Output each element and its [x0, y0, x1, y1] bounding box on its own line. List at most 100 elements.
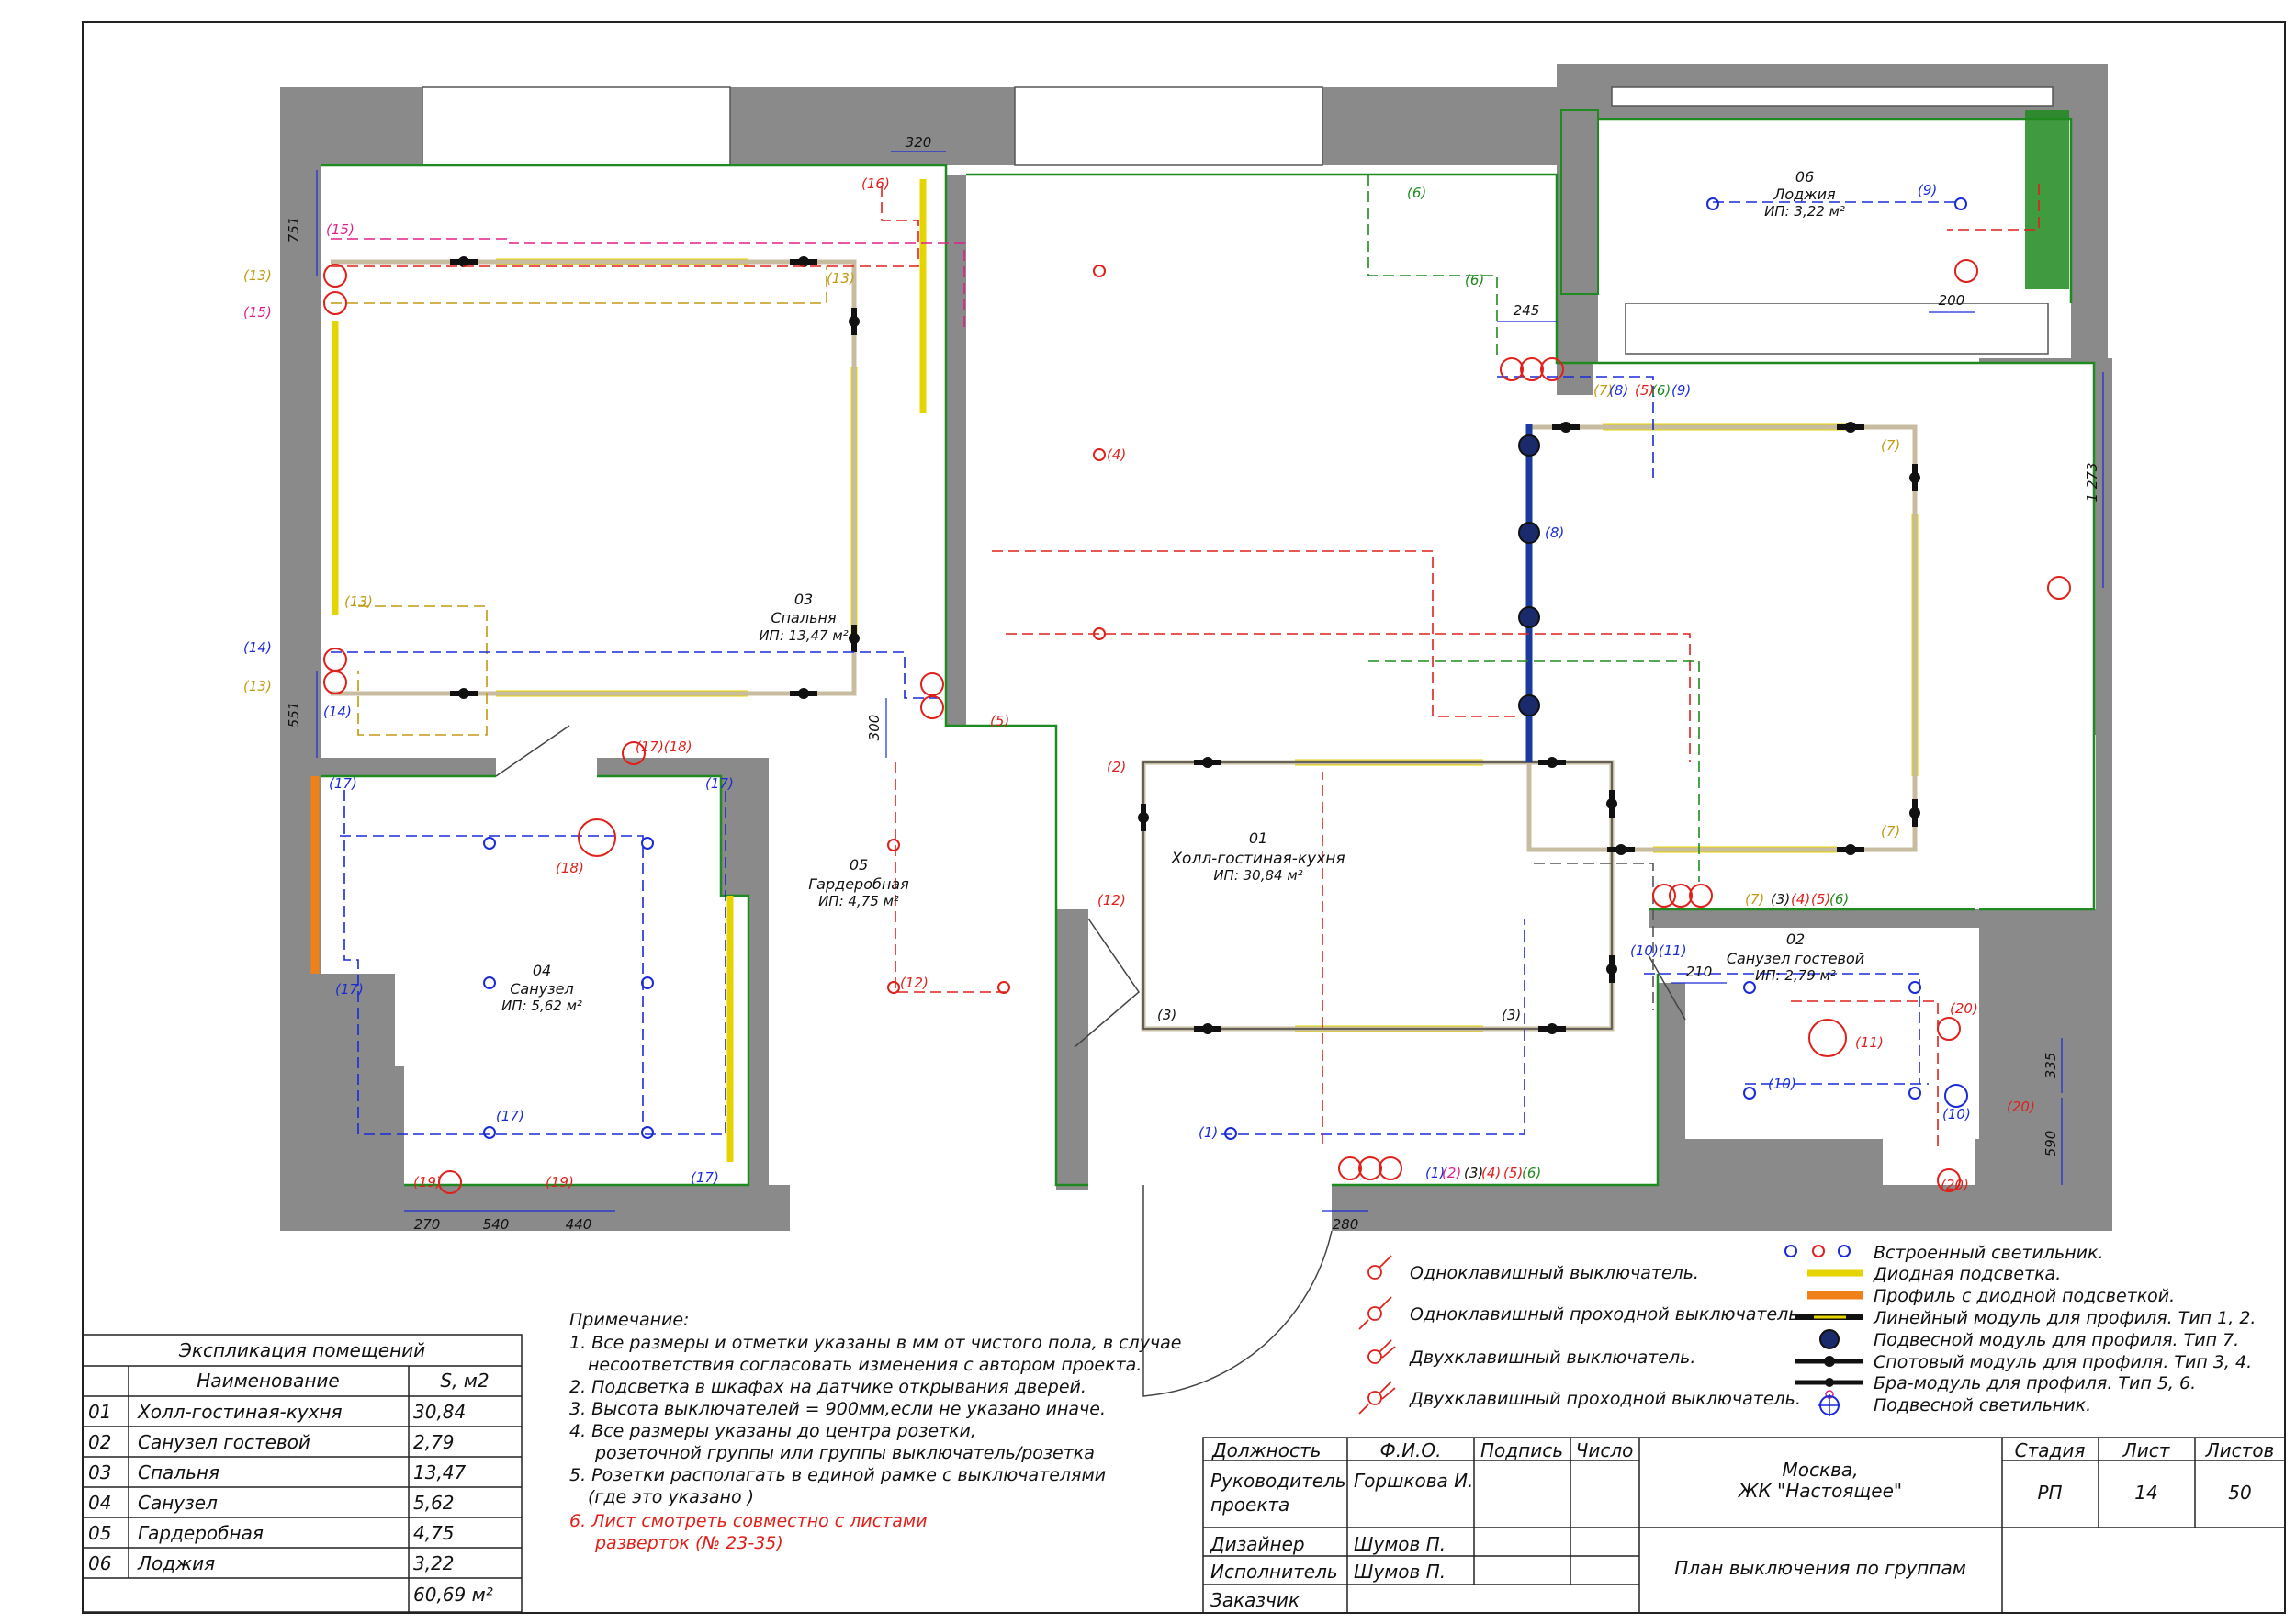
room-04-area: ИП: 5,62 м²: [501, 998, 582, 1014]
expl-row-01-num: 01: [88, 1401, 111, 1423]
explication-col-name: Наименование: [197, 1370, 339, 1392]
mark-7-d: (7): [1745, 891, 1764, 908]
mark-14-b: (14): [323, 704, 352, 720]
expl-row-06-name: Лоджия: [137, 1552, 215, 1574]
dim-751: 751: [286, 217, 302, 243]
notes: Примечание: 1. Все размеры и отметки ука…: [569, 1310, 1182, 1553]
mark-13-d: (13): [243, 678, 272, 694]
windows: [422, 86, 2054, 355]
mark-4: (4): [1107, 446, 1126, 463]
mark-20-c: (20): [1941, 1177, 1969, 1193]
mark-6-a: (6): [1407, 185, 1426, 201]
exhaust-fans: [578, 818, 1847, 1057]
symbol-legend: Встроенный светильник. Диодная подсветка…: [1784, 1243, 2256, 1416]
room-03-name: Спальня: [771, 609, 837, 626]
mark-15-b: (15): [243, 304, 272, 321]
dim-320: 320: [906, 134, 932, 151]
stamp-h-sign: Подпись: [1480, 1439, 1563, 1461]
dim-1273: 1 273: [2084, 463, 2100, 502]
dim-270: 270: [414, 1216, 441, 1233]
expl-row-03-area: 13,47: [413, 1461, 467, 1483]
legend-switch-1: Одноклавишный выключатель.: [1410, 1263, 1699, 1283]
mark-6-c: (6): [1651, 382, 1671, 399]
title-block: Должность Ф.И.О. Подпись Число Руководит…: [1202, 1437, 2286, 1614]
door-swings: [495, 725, 1686, 1397]
legend-linear-module: Линейный модуль для профиля. Тип 1, 2.: [1873, 1308, 2256, 1328]
mark-16: (16): [861, 175, 890, 192]
note-2: 2. Подсветка в шкафах на датчике открыва…: [569, 1377, 1086, 1397]
stamp-role-1: Руководитель: [1210, 1470, 1346, 1492]
mark-1-b: (1): [1425, 1165, 1445, 1181]
mark-20-a: (20): [1950, 1000, 1978, 1017]
legend-switch-4: Двухклавишный проходной выключатель.: [1409, 1389, 1801, 1409]
expl-row-03-num: 03: [88, 1461, 111, 1483]
switch-clusters: [323, 259, 2071, 1194]
mark-17-a: (17): [329, 775, 357, 792]
mark-8-b: (8): [1545, 524, 1564, 541]
dimension-lines: [316, 151, 2104, 1212]
stamp-city: Москва,: [1783, 1459, 1859, 1481]
expl-row-05-name: Гардеробная: [138, 1522, 264, 1544]
stamp-sheet-title: План выключения по группам: [1674, 1557, 1966, 1579]
mark-10-a: (10): [1768, 1076, 1796, 1092]
stamp-role-4: Заказчик: [1210, 1589, 1300, 1611]
mark-17-18: (17)(18): [636, 739, 692, 755]
mark-4-c: (4): [1481, 1165, 1501, 1181]
mark-3-a: (3): [1771, 891, 1790, 908]
dim-551: 551: [286, 702, 302, 728]
dim-200: 200: [1939, 292, 1965, 309]
explication-title: Экспликация помещений: [178, 1339, 425, 1361]
expl-row-06-area: 3,22: [413, 1552, 455, 1574]
dim-245: 245: [1514, 302, 1540, 319]
mark-14-a: (14): [243, 639, 272, 656]
mark-10-11: (10)(11): [1630, 942, 1687, 959]
mark-19-b: (19): [546, 1174, 574, 1190]
mark-6-b: (6): [1465, 272, 1484, 288]
room-01-area: ИП: 30,84 м²: [1213, 867, 1302, 884]
mark-5-d: (5): [1503, 1165, 1523, 1181]
room-03-num: 03: [794, 591, 813, 608]
expl-row-01-name: Холл-гостиная-кухня: [137, 1401, 343, 1423]
mark-5-c: (5): [1811, 891, 1830, 908]
stamp-h-name: Ф.И.О.: [1380, 1439, 1442, 1461]
mark-13-c: (13): [344, 593, 373, 610]
room-02-num: 02: [1786, 930, 1805, 948]
mark-6-d: (6): [1829, 891, 1849, 908]
dim-300: 300: [866, 715, 883, 741]
dim-280: 280: [1333, 1216, 1359, 1233]
wiring: [331, 175, 2040, 1148]
mark-3-b: (3): [1157, 1007, 1176, 1023]
sheet-frame: [82, 21, 2286, 1614]
mark-5-b: (5): [1635, 382, 1654, 399]
mark-19-a: (19): [413, 1174, 442, 1190]
legend-bra-module: Бра-модуль для профиля. Тип 5, 6.: [1874, 1373, 2196, 1393]
legend-pendant-lamp: Подвесной светильник.: [1874, 1395, 2091, 1415]
wardrobe-lights: [887, 265, 1106, 994]
mark-3-c: (3): [1502, 1007, 1521, 1023]
mark-20-b: (20): [2007, 1099, 2035, 1115]
mark-1-a: (1): [1199, 1124, 1218, 1141]
expl-row-06-num: 06: [88, 1552, 111, 1574]
expl-row-03-name: Спальня: [138, 1461, 219, 1483]
dim-440: 440: [566, 1216, 592, 1233]
stamp-name-1: Горшкова И.: [1354, 1470, 1473, 1492]
mark-12-b: (12): [900, 975, 929, 991]
stamp-h-role: Должность: [1211, 1439, 1321, 1461]
walls: [280, 64, 2112, 1231]
mark-4-b: (4): [1791, 891, 1810, 908]
stamp-name-2: Шумов П.: [1354, 1533, 1446, 1555]
mark-7-a: (7): [1593, 382, 1613, 399]
legend-pendant-module: Подвесной модуль для профиля. Тип 7.: [1874, 1330, 2239, 1350]
pendant-lamps: [1518, 434, 1540, 716]
hall-profile-outline: [1142, 761, 1613, 1030]
note-6b: разверток (№ 23-35): [594, 1533, 783, 1553]
mark-17-b: (17): [705, 775, 734, 792]
mark-13-a: (13): [243, 267, 272, 284]
stamp-project: ЖК "Настоящее": [1737, 1480, 1902, 1502]
legend-profile: Профиль с диодной подсветкой.: [1874, 1286, 2175, 1306]
expl-row-04-name: Санузел: [138, 1492, 218, 1514]
note-3: 3. Высота выключателей = 900мм,если не у…: [569, 1399, 1106, 1419]
dimension-labels: 320 751 551 300 245 200 1 273 210 335 59…: [286, 134, 2100, 1233]
room-04-name: Санузел: [510, 980, 573, 998]
